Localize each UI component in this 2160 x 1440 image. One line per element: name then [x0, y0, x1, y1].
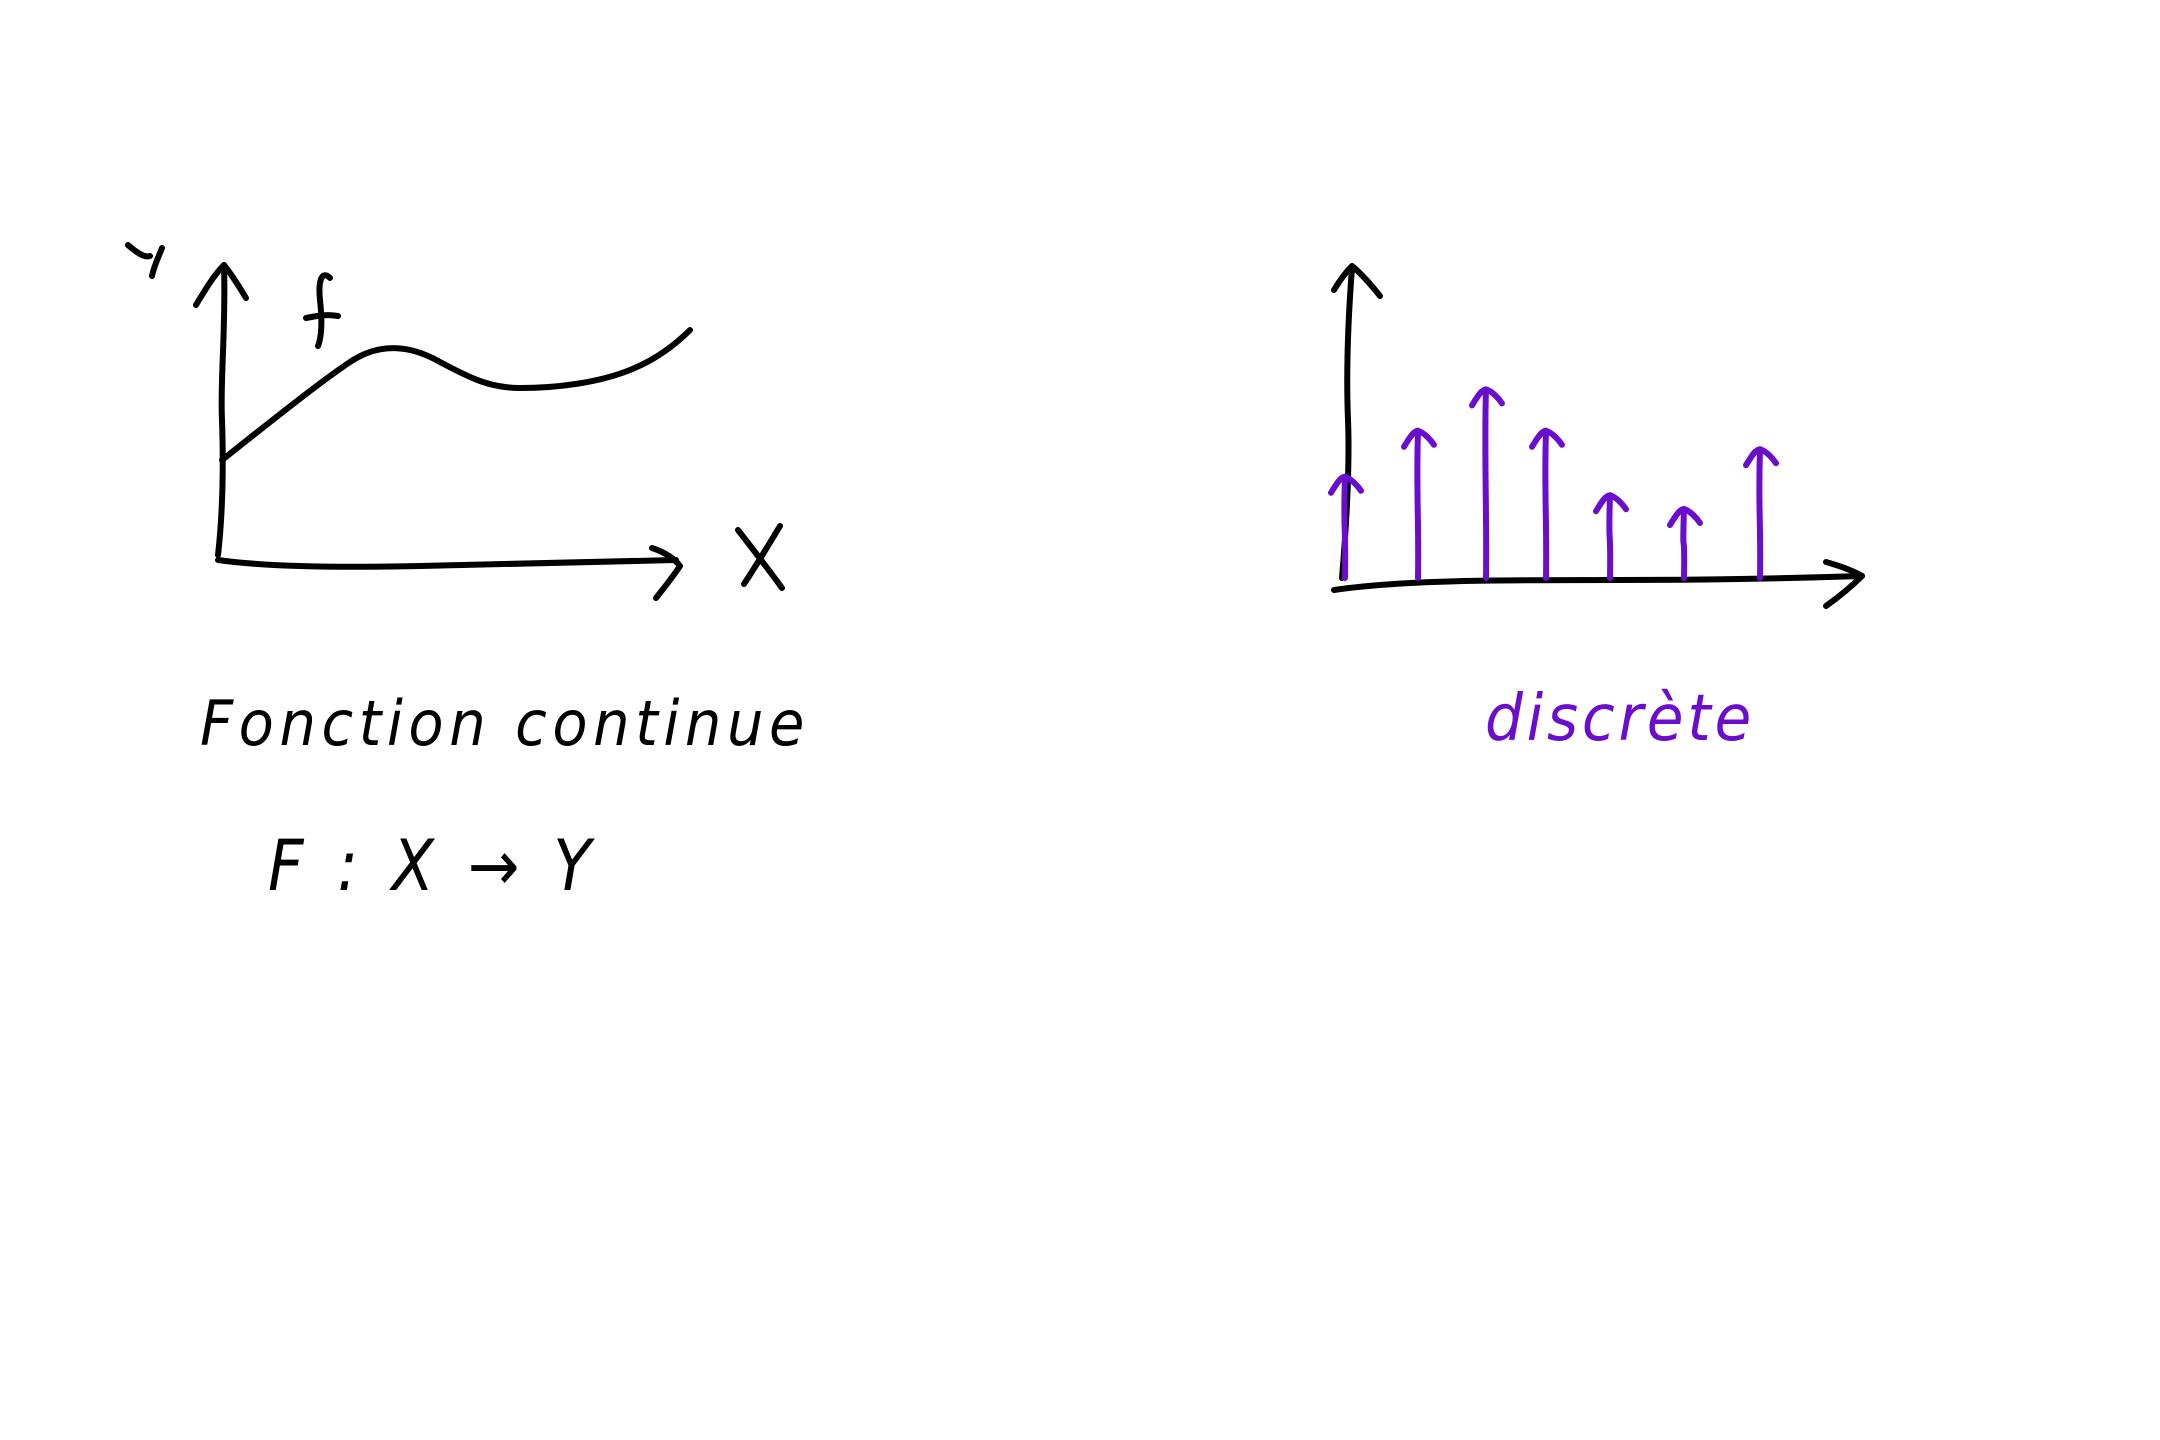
right-y-axis-arrowhead — [1331, 263, 1383, 299]
discrete-stem — [1680, 506, 1688, 581]
right-x-axis-arrowhead — [1823, 559, 1865, 609]
discrete-function-diagram: discrète — [1328, 263, 1865, 756]
discrete-stem-arrowhead — [1529, 427, 1565, 450]
discrete-stem — [1414, 427, 1422, 581]
right-caption: discrète — [1485, 682, 1755, 756]
left-y-axis-label: Y — [118, 261, 119, 263]
right-x-axis — [1331, 573, 1865, 593]
continuous-curve — [219, 327, 693, 463]
discrete-stem-arrowhead — [1593, 492, 1629, 515]
left-x-axis-label: X — [739, 579, 741, 581]
discrete-stem — [1606, 492, 1614, 581]
discrete-stem — [1482, 386, 1490, 581]
discrete-stems — [1328, 386, 1779, 581]
left-y-axis-label-mark — [125, 242, 165, 279]
left-x-axis — [215, 557, 679, 570]
left-y-axis — [215, 262, 228, 558]
left-y-axis-arrowhead — [193, 262, 249, 308]
function-mapping: F : X → Y — [268, 825, 598, 907]
left-caption: Fonction continue — [200, 687, 810, 760]
discrete-stem-arrowhead — [1328, 473, 1364, 496]
discrete-stem — [1542, 427, 1550, 581]
curve-label-mark — [303, 272, 341, 349]
left-x-axis-label-mark — [735, 523, 785, 591]
discrete-stem-arrowhead — [1743, 446, 1779, 469]
continuous-function-diagram: Y X f Fonction continue F : X → Y — [118, 242, 810, 907]
discrete-stem-arrowhead — [1667, 506, 1703, 528]
curve-label: f — [310, 339, 311, 341]
discrete-stem — [1341, 473, 1349, 581]
discrete-stem-arrowhead — [1469, 386, 1505, 409]
discrete-stem — [1756, 446, 1764, 581]
left-x-axis-arrowhead — [649, 545, 683, 601]
discrete-stem-arrowhead — [1401, 427, 1437, 450]
